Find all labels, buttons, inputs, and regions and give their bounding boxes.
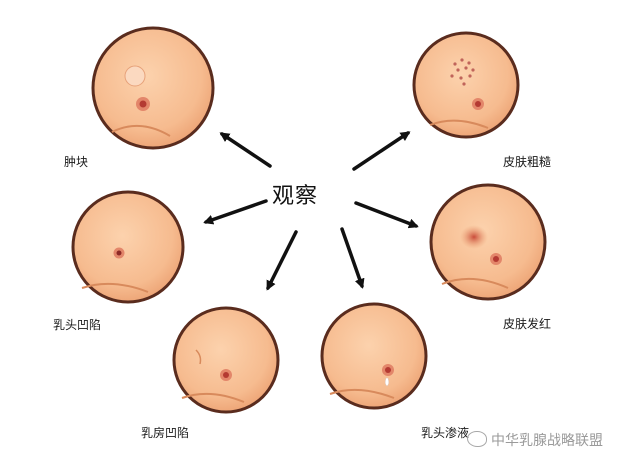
watermark-text: 中华乳腺战略联盟 [491, 433, 603, 449]
label-lump: 肿块 [64, 155, 89, 169]
label-skin-red: 皮肤发红 [503, 317, 552, 331]
arrow-to-breast-dimple [266, 230, 298, 291]
skin-rough-illustration [412, 31, 520, 139]
center-label: 观察 [272, 184, 319, 209]
weibo-icon [467, 431, 487, 447]
label-nipple-discharge: 乳头渗液 [421, 426, 470, 440]
nipple-discharge-illustration [320, 302, 428, 410]
arrow-to-lump [219, 132, 272, 168]
arrow-to-skin-red [354, 201, 419, 229]
nipple-inversion-illustration [71, 190, 185, 304]
breast-dimple-illustration [172, 306, 280, 414]
breast-lump-illustration [91, 26, 215, 150]
arrow-to-nipple-discharge [340, 227, 365, 289]
label-nipple-inversion: 乳头凹陷 [53, 318, 102, 332]
watermark: 中华乳腺战略联盟 [467, 430, 603, 450]
skin-red-illustration [429, 183, 547, 301]
arrow-to-skin-rough [352, 131, 411, 171]
arrow-to-nipple-inversion [203, 199, 268, 225]
label-skin-rough: 皮肤粗糙 [503, 155, 552, 169]
label-breast-dimple: 乳房凹陷 [141, 426, 190, 440]
